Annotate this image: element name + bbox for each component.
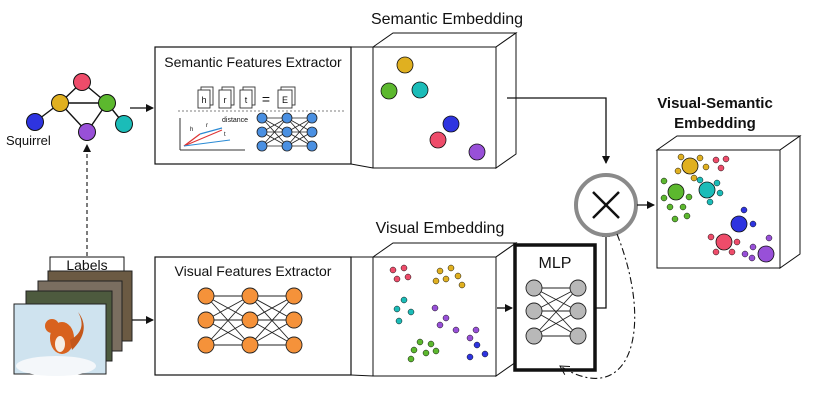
graph-node-green <box>98 94 116 112</box>
graph-node-red <box>73 73 91 91</box>
graph-node-yellow <box>51 94 69 112</box>
svg-text:h: h <box>201 95 206 105</box>
svg-text:r: r <box>224 95 227 105</box>
svg-text:t: t <box>224 132 226 138</box>
labels-title: Labels <box>66 257 107 273</box>
vse-title-line1: Visual-Semantic <box>657 95 773 112</box>
visual-extractor-title: Visual Features Extractor <box>175 263 332 279</box>
mlp-box: MLP <box>513 243 597 372</box>
embedding-mini-plot: h r t <box>179 118 245 151</box>
svg-text:t: t <box>245 95 248 105</box>
graph-node-blue <box>26 113 44 131</box>
semantic-extractor-box: Semantic Features Extractor h r t = E h … <box>154 46 352 165</box>
squirrel-label: Squirrel <box>6 133 51 148</box>
svg-text:h: h <box>190 127 193 133</box>
distance-label: distance <box>222 117 248 124</box>
visual-neural-net <box>197 287 303 354</box>
product-operator <box>574 173 638 237</box>
semantic-extractor-title: Semantic Features Extractor <box>164 54 342 70</box>
mlp-title: MLP <box>539 255 572 272</box>
transe-formula <box>197 86 296 109</box>
visual-embedding-cube <box>350 242 518 377</box>
semantic-neural-net <box>256 112 318 152</box>
graph-node-purple <box>78 123 96 141</box>
semantic-embedding-cube <box>350 32 518 169</box>
svg-text:=: = <box>262 91 270 107</box>
svg-text:r: r <box>206 123 208 129</box>
svg-text:E: E <box>282 95 288 105</box>
vse-title-line2: Embedding <box>674 115 756 132</box>
mlp-neural-net <box>525 279 587 345</box>
visual-extractor-box: Visual Features Extractor <box>154 256 352 376</box>
semantic-embedding-title: Semantic Embedding <box>371 11 523 28</box>
graph-node-teal <box>115 115 133 133</box>
knowledge-graph: Squirrel <box>6 73 133 148</box>
input-images: Labels <box>13 256 133 376</box>
visual-embedding-title: Visual Embedding <box>376 220 505 237</box>
visual-semantic-embedding-cube <box>655 135 802 269</box>
